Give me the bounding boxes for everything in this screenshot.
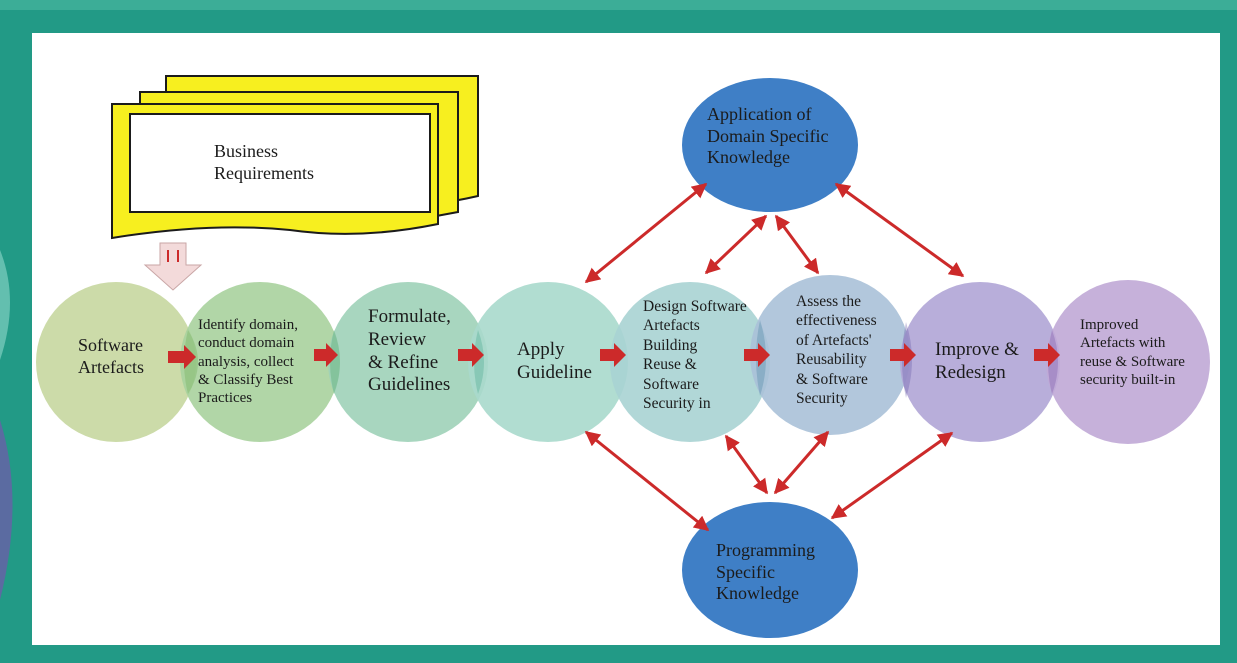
step-label-improved-artefacts: Improved Artefacts with reuse & Software… (1080, 317, 1185, 388)
flow-arrow-4 (600, 343, 626, 367)
flow-arrow-5 (744, 343, 770, 367)
arrow-design-programming (724, 434, 769, 495)
step-circle-identify-domain (180, 282, 340, 442)
business-requirements-label: Business Requirements (214, 141, 314, 183)
flow-arrow-2 (314, 343, 338, 367)
step-circle-improve-redesign (900, 282, 1060, 442)
step-label-identify-domain: Identify domain, conduct domain analysis… (198, 317, 298, 407)
step-label-apply-guideline: Apply Guideline (517, 339, 592, 383)
arrow-improve-programming (830, 431, 954, 520)
step-label-design-artefacts: Design Software Artefacts Building Reuse… (643, 298, 747, 412)
down-arrow-icon (143, 242, 203, 291)
domain-knowledge-label: Application of Domain Specific Knowledge (707, 104, 829, 168)
step-label-software-artefacts: Software Artefacts (78, 335, 144, 377)
knowledge-arrows (584, 182, 965, 532)
programming-knowledge-label: Programming Specific Knowledge (716, 540, 815, 604)
arrow-apply-domain (584, 182, 708, 284)
flow-arrow-7 (1034, 343, 1060, 367)
arrow-design-domain (704, 214, 768, 275)
step-circle-software-artefacts (36, 282, 196, 442)
business-requirements-document-stack (111, 75, 479, 240)
flow-arrow-6 (890, 343, 916, 367)
domain-knowledge-node (682, 78, 858, 212)
step-circle-formulate-guidelines (328, 282, 488, 442)
programming-knowledge-node (682, 502, 858, 638)
step-circle-apply-guideline (468, 282, 628, 442)
arrow-assess-domain (774, 214, 820, 275)
flow-arrows (168, 343, 1060, 369)
step-label-improve-redesign: Improve & Redesign (935, 339, 1019, 383)
step-circle-design-artefacts (610, 282, 770, 442)
step-label-formulate-guidelines: Formulate, Review & Refine Guidelines (368, 306, 451, 396)
arrow-improve-domain (834, 182, 965, 278)
step-circle-assess-effectiveness (750, 275, 910, 435)
arrow-assess-programming (773, 430, 830, 495)
process-circles (36, 275, 1210, 444)
document-text-box (129, 113, 431, 213)
flow-arrow-3 (458, 343, 484, 367)
arrow-apply-programming (584, 430, 710, 532)
step-circle-improved-artefacts (1046, 280, 1210, 444)
step-label-assess-effectiveness: Assess the effectiveness of Artefacts' R… (796, 293, 877, 407)
flow-arrow-1 (168, 345, 196, 369)
